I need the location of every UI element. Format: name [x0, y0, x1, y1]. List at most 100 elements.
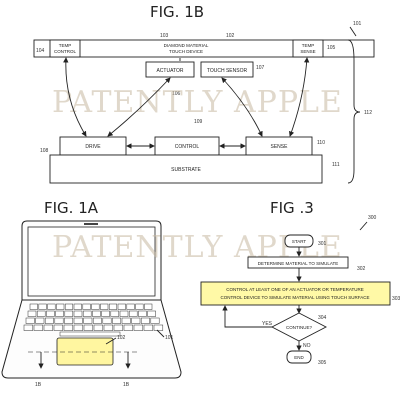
keyboard-key: [92, 310, 101, 317]
keyboard-key: [150, 317, 160, 324]
flow-end-label: END: [294, 355, 304, 360]
ref-110: 110: [317, 140, 325, 146]
flow-control-label-1: CONTROL AT LEAST ONE OF AN ACTUATOR OR T…: [226, 287, 364, 292]
keyboard-key: [83, 324, 94, 331]
keyboard-key: [113, 324, 124, 331]
flow-start-label: START: [292, 239, 307, 244]
ref-107: 107: [256, 65, 265, 71]
keyboard: [23, 303, 164, 337]
keyboard-key: [44, 317, 54, 324]
keyboard-key: [33, 324, 44, 331]
temp-sense-label-2: SENSE: [300, 49, 315, 54]
keyboard-key: [47, 303, 56, 310]
ref-112: 112: [364, 110, 372, 116]
section-label-left: 1B: [35, 382, 42, 388]
keyboard-key: [63, 324, 74, 331]
flow-yes-label: YES: [262, 321, 273, 327]
keyboard-key: [119, 310, 129, 317]
keyboard-key: [143, 324, 154, 331]
ref-105: 105: [327, 45, 336, 51]
ref-106: 106: [172, 91, 181, 97]
keyboard-key: [103, 324, 114, 331]
section-label-right: 1B: [123, 382, 130, 388]
keyboard-key: [112, 317, 122, 324]
keyboard-key: [135, 303, 144, 310]
actuator-label: ACTUATOR: [156, 68, 183, 74]
keyboard-key: [73, 310, 83, 317]
keyboard-key: [110, 310, 120, 317]
leader-line: [359, 221, 368, 231]
keyboard-key: [43, 324, 54, 331]
strip-label-1: DIAMOND MATERIAL: [164, 43, 209, 48]
keyboard-key: [93, 324, 104, 331]
ref-102: 102: [226, 33, 235, 39]
temp-control-label-1: TEMP: [59, 43, 72, 48]
ref-104: 104: [36, 48, 45, 54]
keyboard-key: [73, 303, 82, 310]
ref-301: 301: [318, 241, 327, 247]
temp-sense-box: [292, 39, 324, 58]
substrate-box: [49, 154, 323, 184]
keyboard-key: [73, 317, 83, 324]
keyboard-key: [73, 324, 84, 331]
keyboard-key: [29, 303, 38, 310]
spacebar-key: [59, 331, 121, 337]
connector-arrow: [63, 57, 87, 137]
ref-304: 304: [318, 315, 327, 321]
keyboard-key: [25, 317, 35, 324]
keyboard-key: [56, 303, 65, 310]
keyboard-key: [83, 317, 93, 324]
keyboard-key: [82, 310, 92, 317]
ref-109: 109: [194, 119, 203, 125]
keyboard-key: [138, 310, 147, 317]
fig3-title: FIG .3: [270, 199, 314, 217]
keyboard-key: [46, 310, 55, 317]
ref-108: 108: [40, 148, 49, 154]
flow-end: [286, 350, 312, 364]
keyboard-key: [128, 310, 138, 317]
keyboard-key: [133, 324, 144, 331]
temp-control-label-2: CONTROL: [54, 49, 76, 54]
keyboard-key: [131, 317, 141, 324]
keyboard-key: [82, 303, 91, 310]
keyboard-key: [102, 317, 112, 324]
ref-102-pad: 102: [117, 335, 126, 341]
keyboard-key: [53, 324, 64, 331]
keyboard-key: [144, 303, 153, 310]
ref-103: 103: [160, 33, 169, 39]
keyboard-key: [54, 317, 64, 324]
fig1b-title: FIG. 1B: [150, 3, 204, 21]
ref-302: 302: [357, 266, 366, 272]
ref-101-device: 101: [165, 335, 174, 341]
drive-label: DRIVE: [85, 144, 101, 150]
touch-device-strip: [33, 39, 375, 58]
keyboard-key: [100, 303, 109, 310]
keyboard-key: [108, 303, 118, 310]
control-label: CONTROL: [175, 144, 200, 150]
flow-control-label-2: CONTROL DEVICE TO SIMULATE MATERIAL USIN…: [221, 295, 370, 300]
leader-line: [156, 329, 165, 338]
keyboard-key: [117, 303, 126, 310]
keyboard-key: [55, 310, 64, 317]
ref-305: 305: [318, 360, 327, 366]
trackpad: [56, 337, 114, 366]
touch-sensor-box: [200, 61, 254, 78]
keyboard-key: [140, 317, 150, 324]
keyboard-key: [147, 310, 156, 317]
bracket-112: [347, 39, 361, 184]
flow-determine-label: DETERMINE MATERIAL TO SIMULATE: [258, 261, 339, 266]
connector-arrow: [107, 77, 171, 137]
flow-loop-arrow: [222, 305, 272, 328]
keyboard-key: [36, 310, 46, 317]
keyboard-key: [123, 324, 134, 331]
ref-111: 111: [332, 162, 340, 168]
keyboard-key: [23, 324, 34, 331]
sense-label: SENSE: [271, 144, 289, 150]
keyboard-key: [153, 324, 164, 331]
fig1b-ref-top: 101: [353, 21, 362, 27]
strip-label-2: TOUCH DEVICE: [169, 49, 203, 54]
flow-determine: [247, 256, 349, 269]
flow-control: [200, 281, 391, 306]
keyboard-key: [101, 310, 110, 317]
